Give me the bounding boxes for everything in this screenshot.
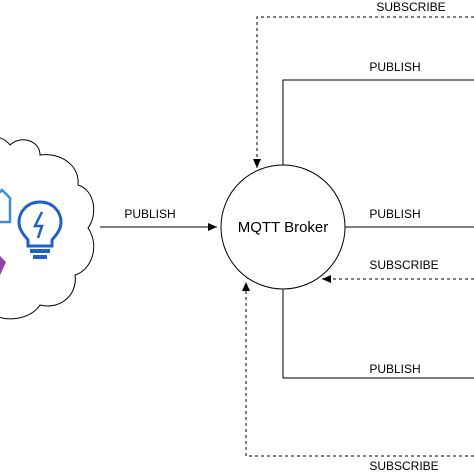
edge-subscribe-right: SUBSCRIBE bbox=[322, 258, 474, 283]
edge-publish-top: PUBLISH bbox=[282, 60, 474, 165]
gem-icon bbox=[0, 256, 6, 276]
edge-label: PUBLISH bbox=[369, 60, 420, 74]
edge-publish-right: PUBLISH bbox=[345, 207, 474, 228]
broker-label: MQTT Broker bbox=[238, 219, 329, 236]
edge-publish-bottom: PUBLISH bbox=[282, 289, 474, 379]
edge-subscribe-bottom: SUBSCRIBE bbox=[242, 282, 474, 473]
edge-label: PUBLISH bbox=[369, 362, 420, 376]
edge-label: SUBSCRIBE bbox=[369, 258, 438, 272]
edge-publish-in: PUBLISH bbox=[100, 207, 217, 231]
house-icon bbox=[0, 188, 12, 224]
edge-label: SUBSCRIBE bbox=[369, 459, 438, 473]
edge-label: SUBSCRIBE bbox=[376, 0, 445, 14]
broker-node: MQTT Broker bbox=[220, 164, 346, 290]
edge-label: PUBLISH bbox=[124, 207, 175, 221]
lightbulb-icon bbox=[17, 200, 63, 259]
edge-label: PUBLISH bbox=[369, 207, 420, 221]
edge-subscribe-top: SUBSCRIBE bbox=[253, 0, 474, 168]
